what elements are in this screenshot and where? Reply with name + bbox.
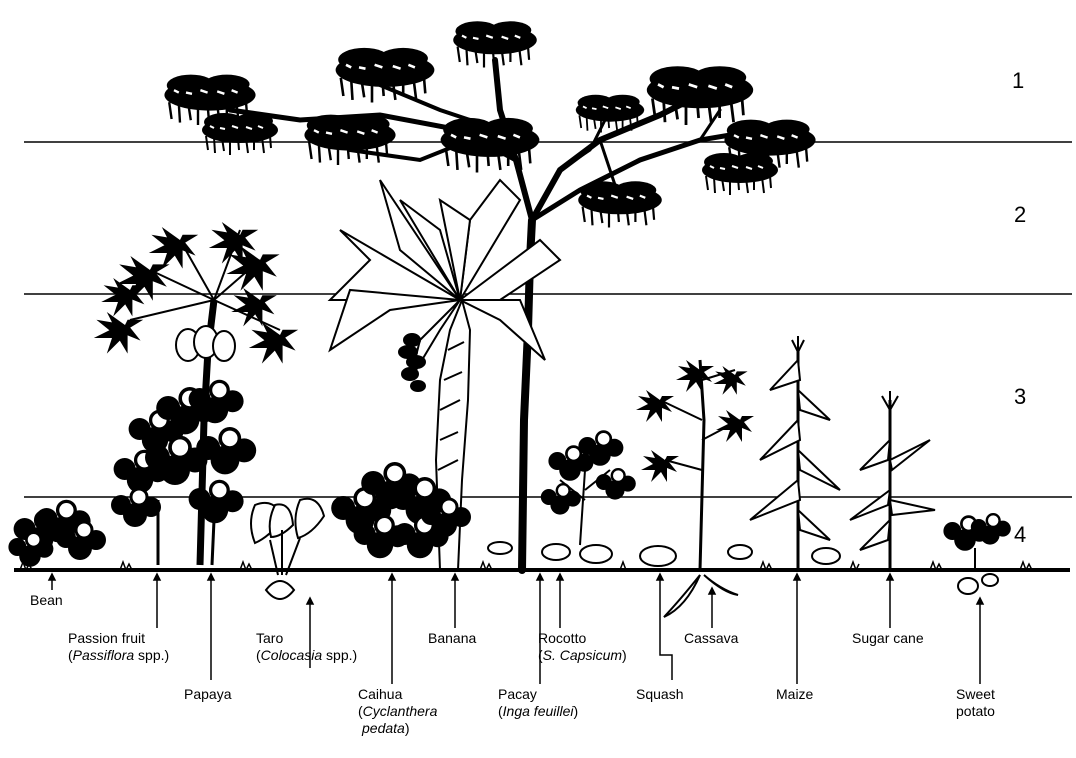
label-cassava: Cassava [684,630,739,646]
sweet-potato-plant [942,513,1012,595]
label-caihua-sci-2: pedata) [362,720,410,736]
bean-bush [7,499,108,569]
label-sweet-potato-2: potato [956,703,995,719]
label-sugar-cane: Sugar cane [852,630,924,646]
cassava-plant [636,359,754,618]
label-rocotto-sci: (S. Capsicum) [538,647,627,663]
layer-number-3: 3 [1014,384,1027,409]
passion-fruit-vine [109,379,259,566]
sugar-cane-plant [849,391,936,570]
papaya-fruits [175,325,236,362]
arrow-cassava [707,586,717,628]
label-taro: Taro (Colocasia spp.) [256,630,357,664]
label-taro-common: Taro [256,630,284,646]
arrow-banana [450,572,460,628]
arrow-maize [792,572,802,684]
rocotto-plant [539,430,637,546]
label-pacay-sci: (Inga feuillei) [498,703,579,719]
label-banana: Banana [428,630,477,646]
arrow-caihua [387,572,397,684]
papaya-tree [93,222,299,566]
banana-plant [327,178,562,571]
label-pacay: Pacay (Inga feuillei) [498,686,578,720]
label-bean: Bean [30,592,63,608]
label-sweet-potato-1: Sweet [956,686,995,702]
arrow-pacay [535,572,545,684]
label-maize: Maize [776,686,814,702]
layer-number-2: 2 [1014,202,1027,227]
label-papaya: Papaya [184,686,232,702]
ground-grass [19,559,1033,572]
maize-plant [749,336,841,570]
label-passion-fruit: Passion fruit (Passiflora spp.) [68,630,169,664]
arrow-squash [655,572,673,680]
arrow-papaya [206,572,216,680]
label-taro-sci: (Colocasia spp.) [256,647,358,663]
taro-plant [250,497,326,600]
pointer-arrows [47,572,985,684]
label-sweet-potato: Sweet potato [956,686,995,720]
label-pacay-common: Pacay [498,686,537,702]
arrow-taro [305,596,315,668]
ground-cover [487,541,841,567]
arrow-rocotto [555,572,565,628]
label-caihua-common: Caihua [358,686,403,702]
label-passion-fruit-common: Passion fruit [68,630,146,646]
label-caihua-sci-1: (Cyclanthera [358,703,438,719]
arrow-passion-fruit [152,572,162,628]
label-squash: Squash [636,686,684,702]
layer-number-4: 4 [1014,522,1027,547]
arrow-sweet-potato [975,596,985,684]
banana-bunch [398,333,426,392]
arrow-sugar-cane [885,572,895,628]
arrow-bean [47,572,57,590]
layer-number-1: 1 [1012,68,1025,93]
label-rocotto: Rocotto (S. Capsicum) [538,630,627,664]
label-passion-fruit-sci: (Passiflora spp.) [68,647,170,663]
label-rocotto-common: Rocotto [538,630,587,646]
label-caihua: Caihua (Cyclanthera pedata) [358,686,437,737]
